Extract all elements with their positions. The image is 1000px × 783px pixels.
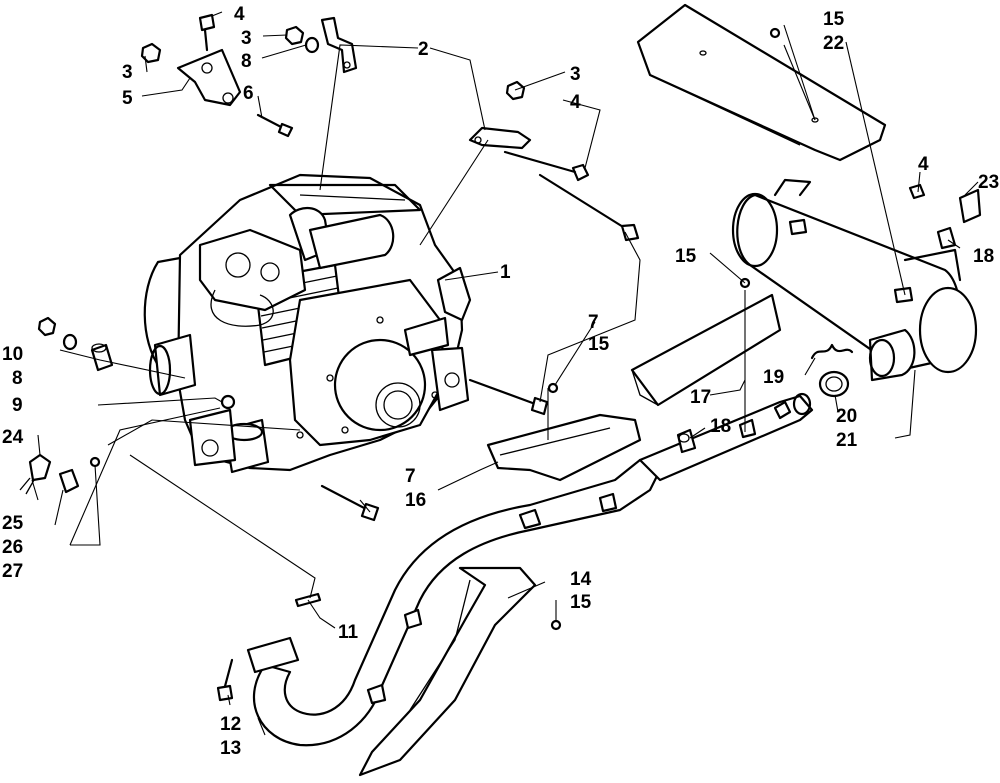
callout-3-a: 3 [241,28,252,49]
muffler-heat-shield [636,3,887,162]
callout-18-right: 18 [973,246,994,267]
strap-bracket-top [320,16,358,74]
exhaust-mid-pipe [638,392,814,482]
callout-4-mid: 4 [570,92,581,113]
callout-5: 5 [122,88,133,109]
callout-26: 26 [2,537,23,558]
callout-6: 6 [243,83,254,104]
callout-8-a: 8 [241,51,252,72]
header-heat-shield-upper [630,293,782,407]
callout-20: 20 [836,406,857,427]
callout-2: 2 [418,39,429,60]
bolt-top [198,13,216,52]
callout-4-right: 4 [918,154,929,175]
grommet-mid [676,428,697,454]
engine-side-bracket [436,266,472,322]
callout-15-top: 15 [823,9,845,30]
spring [810,343,854,360]
callout-24: 24 [2,427,24,448]
muffler-gasket [818,370,850,398]
callout-8-b: 8 [12,368,23,389]
callout-7-low: 7 [405,466,416,487]
callout-16: 16 [405,490,426,511]
callout-12: 12 [220,714,241,735]
callout-7-mid: 7 [588,312,599,333]
muffler [731,178,978,382]
sensor-parts [19,394,236,495]
callout-15-left: 15 [588,334,610,355]
left-mount-parts [37,316,114,372]
lower-heat-shield [358,566,537,777]
exhaust-header-pipe [246,458,662,747]
callout-13: 13 [220,738,241,759]
callout-3-c: 3 [570,64,581,85]
grommet-right [908,183,982,250]
callout-25: 25 [2,513,24,534]
callout-15-low: 15 [570,592,592,613]
leader-lines [31,11,979,736]
callout-1: 1 [500,262,511,283]
bolt-7-mid [468,378,549,416]
callout-14: 14 [570,569,592,590]
nut-group-top [140,25,320,64]
nut-bolt-mid [503,80,590,182]
callout-11: 11 [338,622,359,643]
callout-labels: 4 3 8 3 5 6 2 3 4 15 22 4 23 18 1 15 7 1… [2,4,999,759]
header-heat-shield-lower [486,413,642,482]
callout-27: 27 [2,561,23,582]
callout-18-mid: 18 [710,416,731,437]
callout-21: 21 [836,430,858,451]
long-stud [538,173,640,242]
callout-15-mid: 15 [675,246,697,267]
callout-9: 9 [12,395,23,416]
strap-bracket-mid [468,126,532,150]
bolt-7-low [320,484,380,522]
header-bolt [216,658,234,702]
bolt-6 [256,113,294,138]
callout-22: 22 [823,33,844,54]
engine-mount-bracket [176,48,242,107]
callout-10: 10 [2,344,23,365]
callout-23: 23 [978,172,999,193]
engine-assembly [143,173,470,474]
callout-4-top: 4 [234,4,245,25]
callout-19: 19 [763,367,784,388]
callout-3-b: 3 [122,62,133,83]
callout-17: 17 [690,387,711,408]
